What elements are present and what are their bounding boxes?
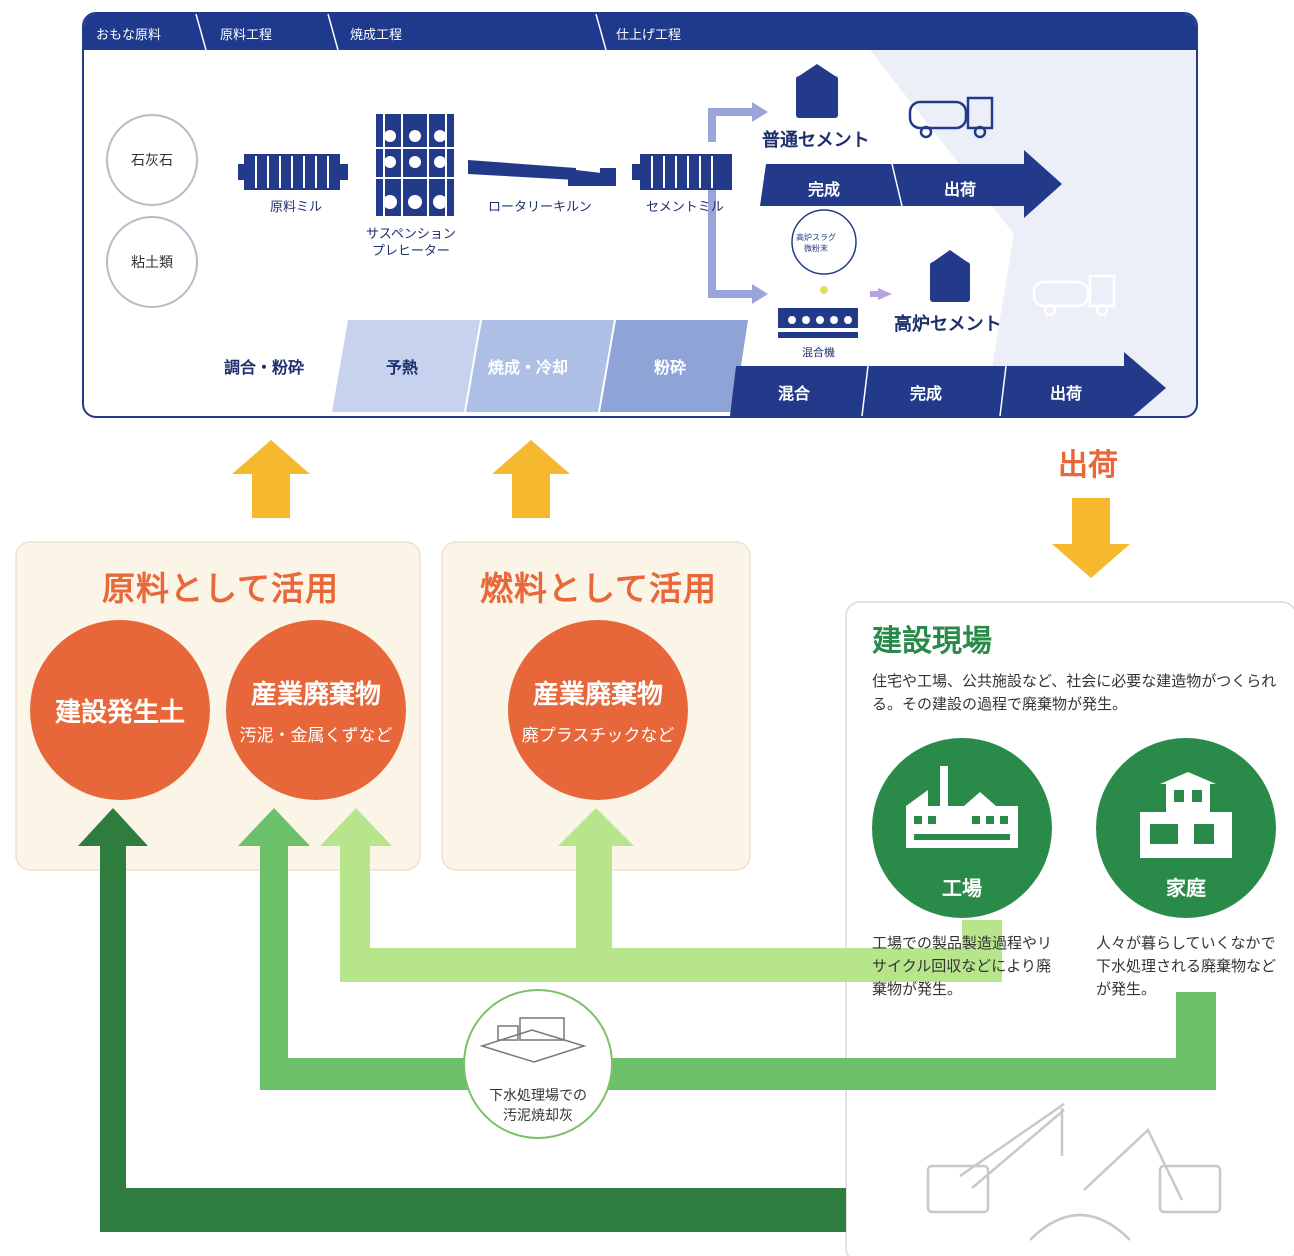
home-circle: 家庭 [1096, 738, 1276, 918]
upper-arrow-complete: 完成 [808, 180, 841, 199]
industrial-waste-fuel-sub: 廃プラスチックなど [521, 726, 675, 746]
construction-description: 住宅や工場、公共施設など、社会に必要な建造物がつくられる。その建設の過程で廃棄物… [872, 672, 1277, 713]
stage-band-1 [204, 332, 342, 412]
sewage-plant-icon [479, 1017, 587, 1063]
blast-furnace-cement-silo-icon [930, 250, 970, 302]
raw-use-title: 原料として活用 [102, 569, 340, 608]
upper-flow-arrow [760, 150, 1062, 218]
lower-arrow-ship: 出荷 [1050, 384, 1083, 403]
truck-icon-upper [908, 96, 994, 139]
dark-green-return-arrow [78, 808, 846, 1232]
raw-mill-label: 原料ミル [270, 200, 323, 215]
cement-mill-label: セメントミル [646, 200, 724, 215]
shipping-label: 出荷 [1058, 448, 1118, 483]
header-divider [327, 14, 339, 51]
upper-arrow-ship: 出荷 [944, 180, 977, 199]
light-green-return-arrow [320, 808, 1002, 982]
shipping-shade [870, 50, 1196, 416]
raw-material-clay: 粘土類 [106, 216, 198, 308]
cement-mill-icon [632, 154, 732, 190]
header-finishing-process: 仕上げ工程 [616, 28, 682, 43]
yellow-up-arrow-fuel [492, 440, 570, 518]
factory-description: 工場での製品製造過程やリサイクル回収などにより廃棄物が発生。 [872, 934, 1053, 998]
stage-grinding: 粉砕 [654, 358, 687, 377]
stage-preheating: 予熱 [386, 358, 419, 377]
lower-flow-arrow [730, 352, 1166, 416]
factory-circle: 工場 [872, 738, 1052, 918]
process-header-bar [84, 14, 1196, 50]
slag-powder-label: 高炉スラグ 微粉末 [796, 233, 836, 253]
raw-material-limestone: 石灰石 [106, 114, 198, 206]
rotary-kiln-icon [468, 160, 616, 186]
industrial-waste-raw-circle: 産業廃棄物 汚泥・金属くずなど [226, 620, 406, 800]
construction-soil-label: 建設発生土 [54, 697, 185, 728]
header-divider [195, 14, 207, 51]
blast-furnace-cement-label: 高炉セメント [894, 314, 1002, 335]
mixer-label: 混合機 [802, 346, 835, 359]
stage-burning-cooling: 焼成・冷却 [488, 358, 569, 377]
raw-mill-icon [238, 154, 348, 190]
sewage-ash-label: 下水処理場での 汚泥焼却灰 [489, 1088, 587, 1124]
mixer-icon [778, 308, 858, 338]
yellow-down-arrow-ship [1052, 498, 1130, 578]
construction-title: 建設現場 [872, 624, 992, 659]
industrial-waste-fuel-circle: 産業廃棄物 廃プラスチックなど [508, 620, 688, 800]
construction-soil-circle: 建設発生土 [30, 620, 210, 800]
construction-machines-icon [926, 1102, 1222, 1241]
stage-band-3 [466, 320, 614, 412]
stage-blending-grinding: 調合・粉砕 [224, 358, 305, 377]
header-raw-process: 原料工程 [220, 28, 273, 43]
mid-green-return-arrow [238, 808, 1216, 1090]
factory-label: 工場 [942, 876, 982, 900]
home-label: 家庭 [1166, 876, 1206, 900]
home-description: 人々が暮らしていくなかで下水処理される廃棄物などが発生。 [1096, 934, 1277, 998]
header-divider [595, 14, 607, 51]
ordinary-cement-label: 普通セメント [762, 130, 870, 151]
sewage-plant-circle [463, 989, 613, 1139]
ordinary-cement-silo-icon [796, 64, 838, 118]
yellow-up-arrow-raw [232, 440, 310, 518]
truck-icon-lower [1032, 274, 1116, 317]
stage-band-2 [332, 320, 480, 412]
factory-icon [906, 766, 1018, 848]
header-main-materials: おもな原料 [96, 28, 162, 43]
fuel-use-title: 燃料として活用 [480, 569, 718, 608]
lower-arrow-complete: 完成 [910, 384, 943, 403]
stage-band-4 [600, 320, 748, 412]
rotary-kiln-label: ロータリーキルン [488, 200, 592, 215]
header-burning-process: 焼成工程 [350, 28, 403, 43]
industrial-waste-fuel-label: 産業廃棄物 [532, 680, 663, 710]
industrial-waste-raw-sub: 汚泥・金属くずなど [239, 726, 393, 746]
slag-powder-circle [791, 209, 857, 275]
house-icon [1140, 772, 1232, 858]
industrial-waste-raw-label: 産業廃棄物 [250, 680, 381, 710]
cement-process-panel: おもな原料 原料工程 焼成工程 仕上げ工程 石灰石 粘土類 原料ミル サスペンシ… [82, 12, 1198, 418]
suspension-preheater-icon [376, 114, 454, 216]
lower-arrow-mix: 混合 [778, 384, 811, 403]
process-panel-graphics [84, 14, 1196, 416]
preheater-label: サスペンション プレヒーター [366, 227, 456, 259]
